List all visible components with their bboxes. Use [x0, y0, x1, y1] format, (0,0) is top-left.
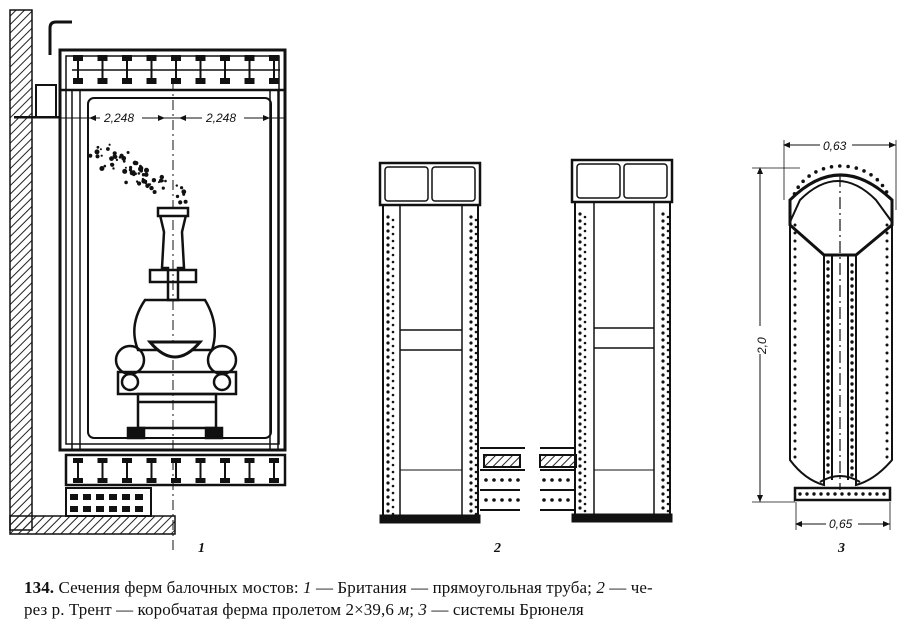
masonry-base — [9, 515, 176, 535]
brunel-profile — [788, 173, 894, 502]
caption-text-2a: рез р. Трент — коробчатая ферма пролетом… — [24, 600, 355, 619]
caption-text-1a: Сечения ферм балочных мостов: — [58, 578, 303, 597]
caption-text-2d: — системы Брюнеля — [427, 600, 584, 619]
caption-ref-3: 3 — [418, 600, 428, 619]
box-girder-right — [570, 158, 674, 523]
locomotive-front-view — [114, 206, 238, 440]
locomotive-smoke — [88, 143, 188, 205]
britannia-tube-section: 2,248 2,248 1 — [9, 9, 287, 556]
figure-label-1: 1 — [198, 541, 205, 556]
caption-text-2b: 39,6 — [363, 600, 399, 619]
deck-cross-beams — [480, 447, 577, 511]
dim-top-width: 0,63 — [823, 139, 847, 153]
box-girder-left — [378, 161, 482, 524]
dim-right-width: 2,248 — [205, 111, 236, 125]
bottom-cells — [64, 453, 287, 487]
caption-line-2: рез р. Трент — коробчатая ферма пролетом… — [24, 599, 894, 621]
caption-ref-2: 2 — [596, 578, 605, 597]
masonry-wall — [9, 9, 33, 531]
brunel-section: 0,63 2,0 0,65 3 — [752, 138, 897, 556]
caption-ref-1: 1 — [303, 578, 312, 597]
bottom-cell-stiffeners — [70, 458, 279, 512]
caption-times: × — [354, 600, 364, 619]
girder-rivets — [386, 212, 670, 520]
dim-height: 2,0 — [755, 337, 769, 355]
caption-number: 134. — [24, 578, 55, 597]
trent-box-girder-pair: 2 — [378, 158, 674, 556]
brunel-rivets — [792, 164, 889, 496]
caption-text-1b: — Британия — прямоугольная труба; — [311, 578, 597, 597]
dim-bottom-width: 0,65 — [829, 517, 853, 531]
figure-label-3: 3 — [837, 541, 845, 556]
caption-text-1c: — че- — [604, 578, 653, 597]
top-cell-stiffeners — [73, 55, 279, 84]
caption-text-2c: ; — [409, 600, 419, 619]
caption-unit: м — [398, 600, 410, 619]
caption-line-1: 134. Сечения ферм балочных мостов: 1 — Б… — [24, 577, 894, 599]
figure-caption: 134. Сечения ферм балочных мостов: 1 — Б… — [24, 577, 894, 621]
dim-left-width: 2,248 — [103, 111, 134, 125]
figure-label-2: 2 — [493, 541, 501, 556]
